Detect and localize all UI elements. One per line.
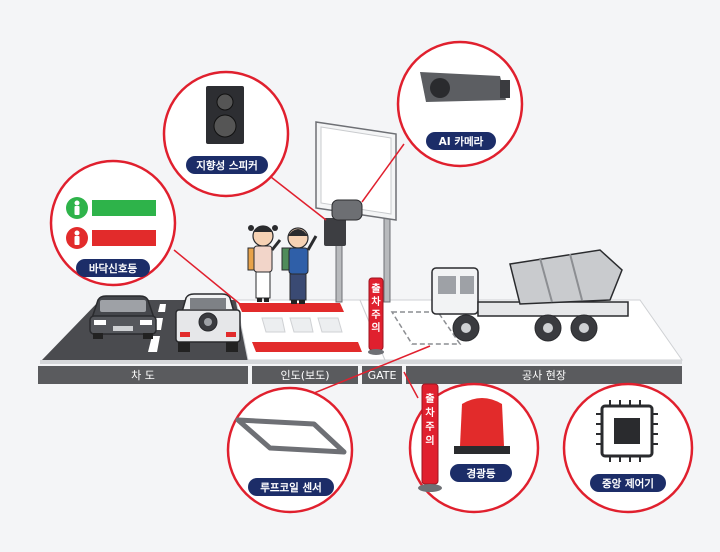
warning-pole-char: 주 <box>425 421 434 433</box>
gate-pole-char: 주 <box>371 309 380 321</box>
lane-mark <box>148 336 160 352</box>
callout-warning-light: 출 차 주 의 경광등 <box>408 382 540 514</box>
zone-gate-label: GATE <box>368 369 397 382</box>
gate-pole-char: 차 <box>371 295 381 308</box>
zone-construction <box>406 366 682 384</box>
child-boy <box>281 227 318 304</box>
callout-loop-coil: 루프코일 센서 <box>226 386 354 514</box>
gate-pole-char: 의 <box>371 321 380 334</box>
ground-edge <box>40 360 682 364</box>
callout-camera-label: AI 카메라 <box>439 135 484 148</box>
warning-pole-char: 출 <box>425 392 434 405</box>
callout-warning-light-label: 경광등 <box>467 467 496 480</box>
mixer-truck <box>431 249 629 342</box>
pole-camera <box>331 199 363 221</box>
callout-loop-coil-label: 루프코일 센서 <box>260 481 322 494</box>
warning-pole-char: 의 <box>425 434 434 447</box>
floor-led-strip-bottom <box>252 342 362 352</box>
car-jeep <box>175 293 241 352</box>
pole-speaker <box>324 218 346 246</box>
callout-speaker: 지향성 스피커 <box>162 70 290 198</box>
floor-led-strip-top <box>238 303 344 312</box>
loop-coil-icon <box>235 417 347 455</box>
sign-pole <box>315 121 397 303</box>
chip-icon <box>600 404 654 458</box>
callout-floor-signal-label: 바닥신호등 <box>89 262 138 275</box>
lane-mark <box>158 304 166 312</box>
zone-sidewalk <box>252 366 358 384</box>
ground-loop-coil <box>390 311 462 345</box>
crosswalk-plate <box>317 317 343 333</box>
warning-pole-char: 차 <box>425 406 435 419</box>
crosswalk-plate <box>261 317 286 333</box>
callout-floor-signal: 바닥신호등 <box>49 159 177 287</box>
car-front <box>89 295 157 339</box>
mixer-drum <box>509 249 623 305</box>
zone-gate <box>362 366 402 384</box>
callout-camera: AI 카메라 <box>396 40 524 168</box>
zone-sidewalk-label: 인도(보도) <box>280 369 329 382</box>
zone-construction-label: 공사 현장 <box>522 369 566 382</box>
zone-roadway <box>38 366 248 384</box>
gate-pole-char: 출 <box>371 282 380 295</box>
crosswalk-plate <box>289 317 314 333</box>
zone-roadway-label: 차 도 <box>131 369 155 382</box>
gate-pole: 출 차 주 의 <box>368 277 384 355</box>
beacon-icon <box>460 398 504 446</box>
callout-speaker-label: 지향성 스피커 <box>196 159 258 172</box>
zone-bar: 차 도 인도(보도) GATE 공사 현장 <box>38 366 682 384</box>
floor-signal-leds <box>238 303 362 352</box>
callout-controller-label: 중앙 제어기 <box>602 477 654 490</box>
callout-controller: 중앙 제어기 <box>562 382 694 514</box>
child-girl <box>247 225 282 302</box>
